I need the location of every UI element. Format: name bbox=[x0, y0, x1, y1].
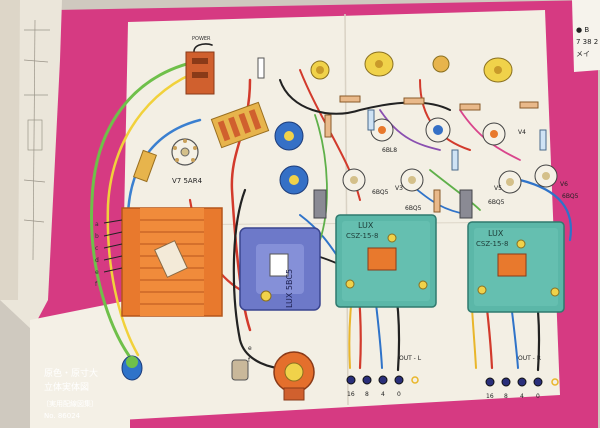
pin-letter-d: d bbox=[95, 257, 99, 264]
pilot-lamp bbox=[231, 359, 249, 381]
transformer-right-model: CSZ-15-8 bbox=[476, 240, 508, 248]
out-r-8: 8 bbox=[504, 393, 508, 400]
legend-line-2: 立体実体図 bbox=[44, 381, 89, 393]
out-l-16: 16 bbox=[347, 391, 355, 398]
pin-letter-e: e bbox=[95, 269, 99, 276]
ac-inlet bbox=[121, 355, 143, 381]
tube-socket-v5 bbox=[498, 170, 522, 194]
tube-socket-6bl8 bbox=[370, 118, 394, 142]
tube-socket-v6 bbox=[534, 164, 558, 188]
filter-capacitor bbox=[273, 351, 315, 401]
output-terminals-left bbox=[346, 375, 404, 385]
volume-pot-top-1 bbox=[364, 51, 394, 77]
transformer-left-model: CSZ-15-8 bbox=[346, 232, 378, 240]
tube-type-6bq5-c: 6BQ5 bbox=[488, 199, 505, 206]
out-l-8: 8 bbox=[365, 391, 369, 398]
choke-5bc5 bbox=[239, 227, 321, 311]
tube-label-6bl8: 6BL8 bbox=[382, 147, 397, 154]
book-schematic-lines bbox=[23, 19, 50, 261]
resistor-group bbox=[313, 95, 547, 219]
poster-margin bbox=[30, 300, 130, 428]
tube-type-6bq5-a: 6BQ5 bbox=[372, 189, 389, 196]
legend-line-4: No. 86024 bbox=[44, 412, 81, 420]
power-label: POWER bbox=[192, 36, 211, 42]
choke-label: LUX 5BC5 bbox=[285, 269, 294, 308]
transformer-left-brand: LUX bbox=[358, 221, 374, 230]
power-letter-e: e bbox=[248, 345, 252, 352]
out-r-16: 16 bbox=[486, 393, 494, 400]
tube-socket-mid bbox=[425, 117, 451, 143]
output-transformer-left bbox=[335, 214, 437, 308]
capacitor-block bbox=[154, 240, 188, 278]
tube-label-v4: V4 bbox=[518, 129, 526, 136]
pin-letter-f: f bbox=[95, 281, 98, 288]
legend-line-1: 原色・原寸大 bbox=[44, 367, 98, 379]
tube-label-v3: V3 bbox=[395, 185, 403, 192]
pin-letter-b: b bbox=[95, 233, 99, 240]
power-letter-f: f bbox=[248, 357, 251, 364]
volume-pot-top-2 bbox=[432, 55, 450, 73]
out-l-label: OUT - L bbox=[399, 355, 422, 362]
output-left-numbers: 16 8 4 0 bbox=[347, 391, 401, 398]
blue-capacitor-1 bbox=[274, 121, 304, 151]
tube-socket-v3b bbox=[400, 168, 424, 192]
fold-line bbox=[344, 13, 349, 406]
volume-pot-left bbox=[310, 60, 330, 80]
terminal-strip-top bbox=[210, 101, 270, 149]
tube-socket-v4 bbox=[482, 122, 506, 146]
tube-label-v6: V6 bbox=[560, 181, 568, 188]
out-r-4: 4 bbox=[520, 393, 524, 400]
pin-letter-a: a bbox=[95, 221, 99, 228]
output-right-numbers: 16 8 4 0 bbox=[486, 393, 540, 400]
out-r-0: 0 bbox=[536, 393, 540, 400]
volume-pot-top-3 bbox=[483, 57, 513, 83]
tube-label-v5: V5 bbox=[494, 185, 502, 192]
legend-block: 原色・原寸大 立体実体図 〔実用配線図集〕 No. 86024 bbox=[42, 367, 98, 420]
clamp-part bbox=[132, 149, 158, 183]
corner-label-paper bbox=[572, 0, 600, 72]
tube-socket-v3 bbox=[342, 168, 366, 192]
output-transformer-right bbox=[467, 221, 565, 313]
out-l-4: 4 bbox=[381, 391, 385, 398]
book-page-shadow bbox=[0, 0, 20, 300]
tube-label-v7: V7 5AR4 bbox=[172, 177, 203, 185]
output-terminals-right bbox=[485, 377, 543, 387]
corner-text-1: ● B bbox=[576, 26, 589, 34]
corner-text-3: メイ bbox=[576, 50, 590, 58]
corner-text-2: 7 38 2 bbox=[576, 38, 598, 46]
power-switch bbox=[257, 57, 265, 79]
pin-letter-c: c bbox=[95, 245, 98, 252]
legend-line-3: 〔実用配線図集〕 bbox=[42, 399, 98, 408]
tube-type-6bq5-b: 6BQ5 bbox=[405, 205, 422, 212]
tube-socket-v7 bbox=[171, 138, 199, 166]
transformer-pin-letters: a b c d e f bbox=[95, 221, 99, 288]
out-r-label: OUT - R bbox=[518, 355, 541, 362]
power-transformer bbox=[103, 207, 223, 317]
transformer-right-brand: LUX bbox=[488, 229, 504, 238]
tube-type-6bq5: 6BQ5 bbox=[562, 193, 579, 200]
out-l-0: 0 bbox=[397, 391, 401, 398]
terminal-rings bbox=[411, 376, 559, 386]
blue-capacitor-2 bbox=[279, 165, 309, 195]
